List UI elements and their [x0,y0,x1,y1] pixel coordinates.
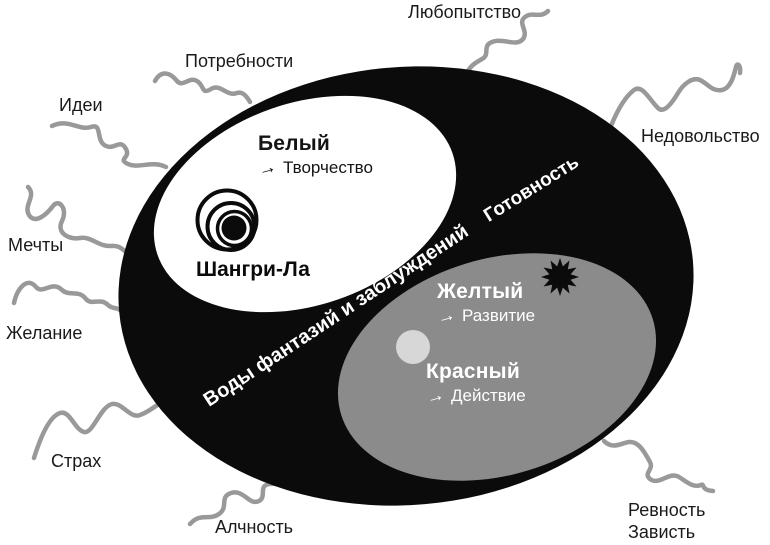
label-jealousy: Ревность [628,500,706,520]
label-dreams: Мечты [8,235,64,255]
white-island-subtitle: Творчество [283,158,373,177]
light-dot-icon [396,330,430,364]
squiggle-desire [11,280,123,313]
label-jealousy-envy: Ревность Зависть [628,499,705,543]
white-island-title: Белый [258,132,330,155]
shangri-la-rings-icon [195,188,259,252]
squiggle-ideas [49,121,169,170]
white-island-ellipse [153,95,457,313]
arrow-icon: → [434,303,458,329]
label-fear: Страх [51,451,102,471]
label-ideas: Идеи [59,95,103,115]
squiggle-needs [152,71,253,105]
red-zone-subtitle: Действие [451,386,526,405]
squiggle-jealousy [601,438,716,494]
label-desire: Желание [6,323,83,343]
squiggle-curiosity [464,8,551,76]
gray-island-ellipse [337,253,657,481]
yellow-zone-title: Желтый [437,280,524,303]
white-island-block: Белый → Творчество [255,132,373,181]
squiggle-dreams [25,184,129,255]
label-needs: Потребности [185,51,294,71]
squiggle-discontent [608,62,743,129]
label-curiosity: Любопытство [408,2,521,22]
red-zone-title: Красный [426,360,520,383]
arrow-icon: → [255,155,279,181]
red-zone-block: Красный → Действие [423,360,526,409]
yellow-zone-subtitle: Развитие [462,306,536,325]
yellow-zone-block: Желтый → Развитие [434,280,536,329]
label-discontent: Недовольство [641,126,760,146]
label-greed: Алчность [215,517,294,537]
squiggle-fear [31,397,168,461]
starburst-icon [541,258,579,296]
label-envy: Зависть [628,522,696,542]
shangri-la-label: Шангри-Ла [196,258,310,281]
arrow-icon: → [423,383,447,409]
